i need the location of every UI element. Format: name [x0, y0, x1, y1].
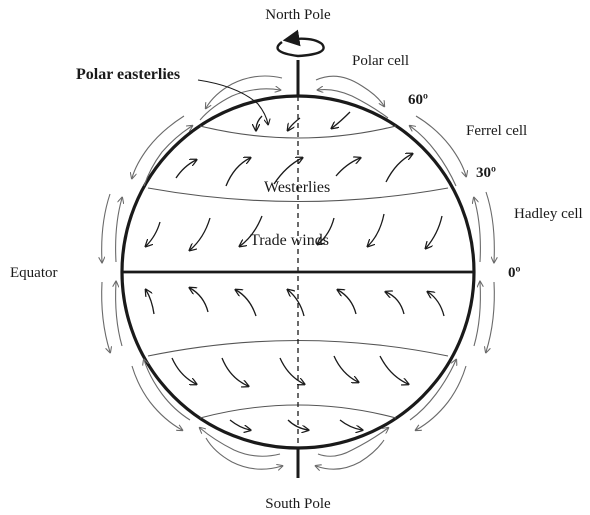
latitude-0-label: 0º [508, 265, 521, 281]
polar-easterlies-label: Polar easterlies [76, 66, 180, 83]
polar-cell-south-left [200, 428, 282, 469]
polar-cell-south-right [316, 428, 388, 469]
south-pole-label: South Pole [265, 496, 331, 512]
latitude-60-label: 60º [408, 92, 428, 108]
hadley-cell-south-right [473, 282, 495, 352]
hadley-cell-north-left [102, 193, 122, 262]
latitude-line-30n [147, 187, 449, 203]
equator-label: Equator [10, 265, 57, 281]
hadley-cell-north-right [474, 191, 494, 262]
westerlies-label: Westerlies [264, 179, 330, 196]
ferrel-cell-south-right [409, 360, 467, 430]
ferrel-cell-north-right [410, 115, 466, 187]
polar-cell-north-right [315, 75, 389, 119]
trade-winds-label: Trade winds [250, 232, 329, 249]
trade-winds-arrows-north [146, 213, 443, 250]
ferrel-cell-label: Ferrel cell [466, 123, 527, 139]
trade-winds-arrows-south [146, 288, 445, 317]
hadley-cell-label: Hadley cell [514, 206, 583, 222]
polar-easterlies-arrows [256, 111, 351, 130]
westerlies-arrows-south [171, 355, 408, 386]
latitude-30-label: 30º [476, 165, 496, 181]
polar-cell-north-left [199, 75, 283, 121]
westerlies-arrows-north [175, 154, 412, 187]
earth-rotation-arrow [276, 29, 325, 58]
polar-cell-label: Polar cell [352, 53, 409, 69]
hadley-cell-south-left [101, 282, 123, 352]
polar-easterlies-arrows-south [229, 419, 362, 430]
ferrel-cell-south-left [131, 360, 191, 430]
latitude-line-60n [199, 125, 397, 139]
north-pole-label: North Pole [265, 7, 331, 23]
ferrel-cell-north-left [132, 115, 192, 187]
polar-easterlies-leader [197, 79, 268, 124]
